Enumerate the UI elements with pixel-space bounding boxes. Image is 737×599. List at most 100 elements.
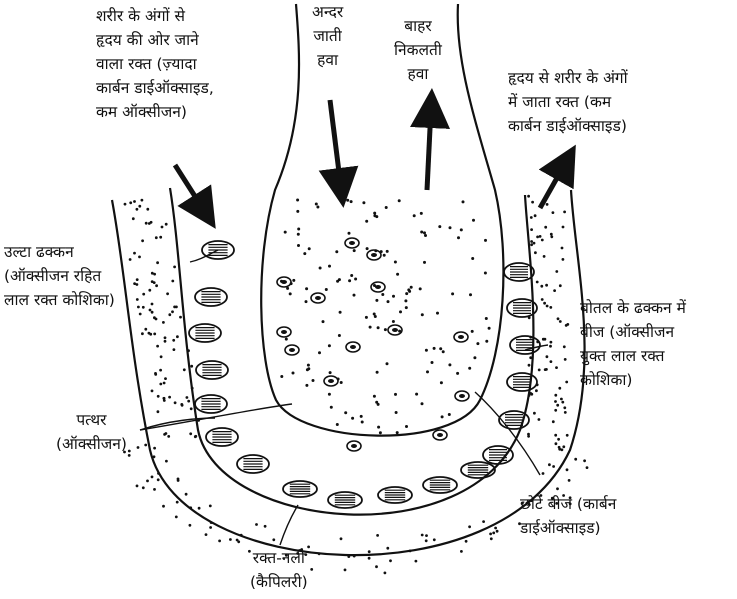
blood-dot [550,360,553,363]
blood-dot [534,251,537,254]
label-line: (ऑक्सीजन रहित [4,264,115,288]
blood-dot [159,383,162,386]
blood-dot [574,458,577,461]
air-dot [322,320,325,323]
blood-dot [561,401,564,404]
co2-molecule [455,391,469,401]
air-dot [376,371,379,374]
blood-dot [153,333,156,336]
air-dot [468,367,471,370]
co2-molecule [311,293,325,303]
blood-dot [187,400,190,403]
blood-dot [191,387,194,390]
blood-dot [559,320,562,323]
blood-dot [229,538,232,541]
blood-dot [553,289,556,292]
blood-dot [536,281,539,284]
label-line: (ऑक्सीजन) [56,432,127,456]
blood-dot [550,235,553,238]
air-dot [449,226,452,229]
blood-dot [550,233,553,236]
blood-dot [151,476,154,479]
blood-dot [149,333,152,336]
air-dot [405,306,408,309]
blood-dot [161,226,164,229]
blood-dot [460,550,463,553]
air-dot [426,370,429,373]
co2-molecule [285,345,299,355]
blood-dot [534,214,537,217]
blood-dot [554,394,557,397]
label-deoxygenated-blood: शरीर के अंगों से हृदय की ओर जाने वाला रक… [96,4,214,124]
blood-dot [164,377,167,380]
air-dot [360,415,363,418]
blood-dot [557,317,560,320]
blood-dot [153,281,156,284]
blood-dot [344,569,347,572]
blood-dot [550,341,553,344]
label-line: जाती [312,24,343,48]
blood-dot [210,521,213,524]
blood-dot [558,387,561,390]
blood-dot [205,533,208,536]
air-dot [312,379,315,382]
air-dot [373,214,376,217]
air-dot [297,233,300,236]
air-dot [330,406,333,409]
blood-dot [544,226,547,229]
air-dot [421,402,424,405]
label-line: बोतल के ढक्कन में [580,296,686,320]
blood-dot [133,252,136,255]
label-line: बाहर [394,14,442,38]
label-carbon-dioxide: छोटे बीज (कार्बन डाईऑक्साइड) [520,492,616,540]
blood-dot [189,506,192,509]
blood-dot [548,463,551,466]
blood-dot [164,336,167,339]
air-dot [392,295,395,298]
blood-dot [546,305,549,308]
air-dot [473,356,476,359]
blood-dot [168,396,171,399]
air-dot [448,413,451,416]
blood-dot [563,406,566,409]
blood-dot [557,438,560,441]
red-blood-cell [189,324,221,342]
blood-dot [375,565,378,568]
blood-dot [340,537,343,540]
label-line: रक्त-नली [250,546,308,570]
blood-dot [465,540,468,543]
label-oxygenated-rbc: बोतल के ढक्कन में बीज (ऑक्सीजन युक्त लाल… [580,296,686,392]
air-dot [338,278,341,281]
blood-dot [167,435,170,438]
blood-dot [209,526,212,529]
blood-dot [173,348,176,351]
air-dot [472,219,475,222]
blood-dot [546,355,549,358]
blood-dot [564,358,567,361]
air-dot [413,214,416,217]
air-dot [438,225,441,228]
blood-dot [133,200,136,203]
blood-dot [538,418,541,421]
blood-dot [157,395,160,398]
air-dot [362,201,365,204]
blood-dot [492,532,495,535]
blood-dot [568,479,571,482]
blood-dot [530,243,533,246]
air-dot [365,316,368,319]
blood-dot [494,527,497,530]
label-line: में जाता रक्त (कम [508,90,628,114]
label-line: उल्टा ढक्कन [4,240,115,264]
air-dot [307,364,310,367]
air-dot [365,220,368,223]
blood-dot [310,568,313,571]
air-dot [448,363,451,366]
air-in-arrow [330,100,341,188]
blood-dot [144,328,147,331]
air-dot [386,362,389,365]
air-dot [405,425,408,428]
label-line: हवा [312,48,343,72]
blood-dot [128,454,131,457]
air-dot [379,431,382,434]
